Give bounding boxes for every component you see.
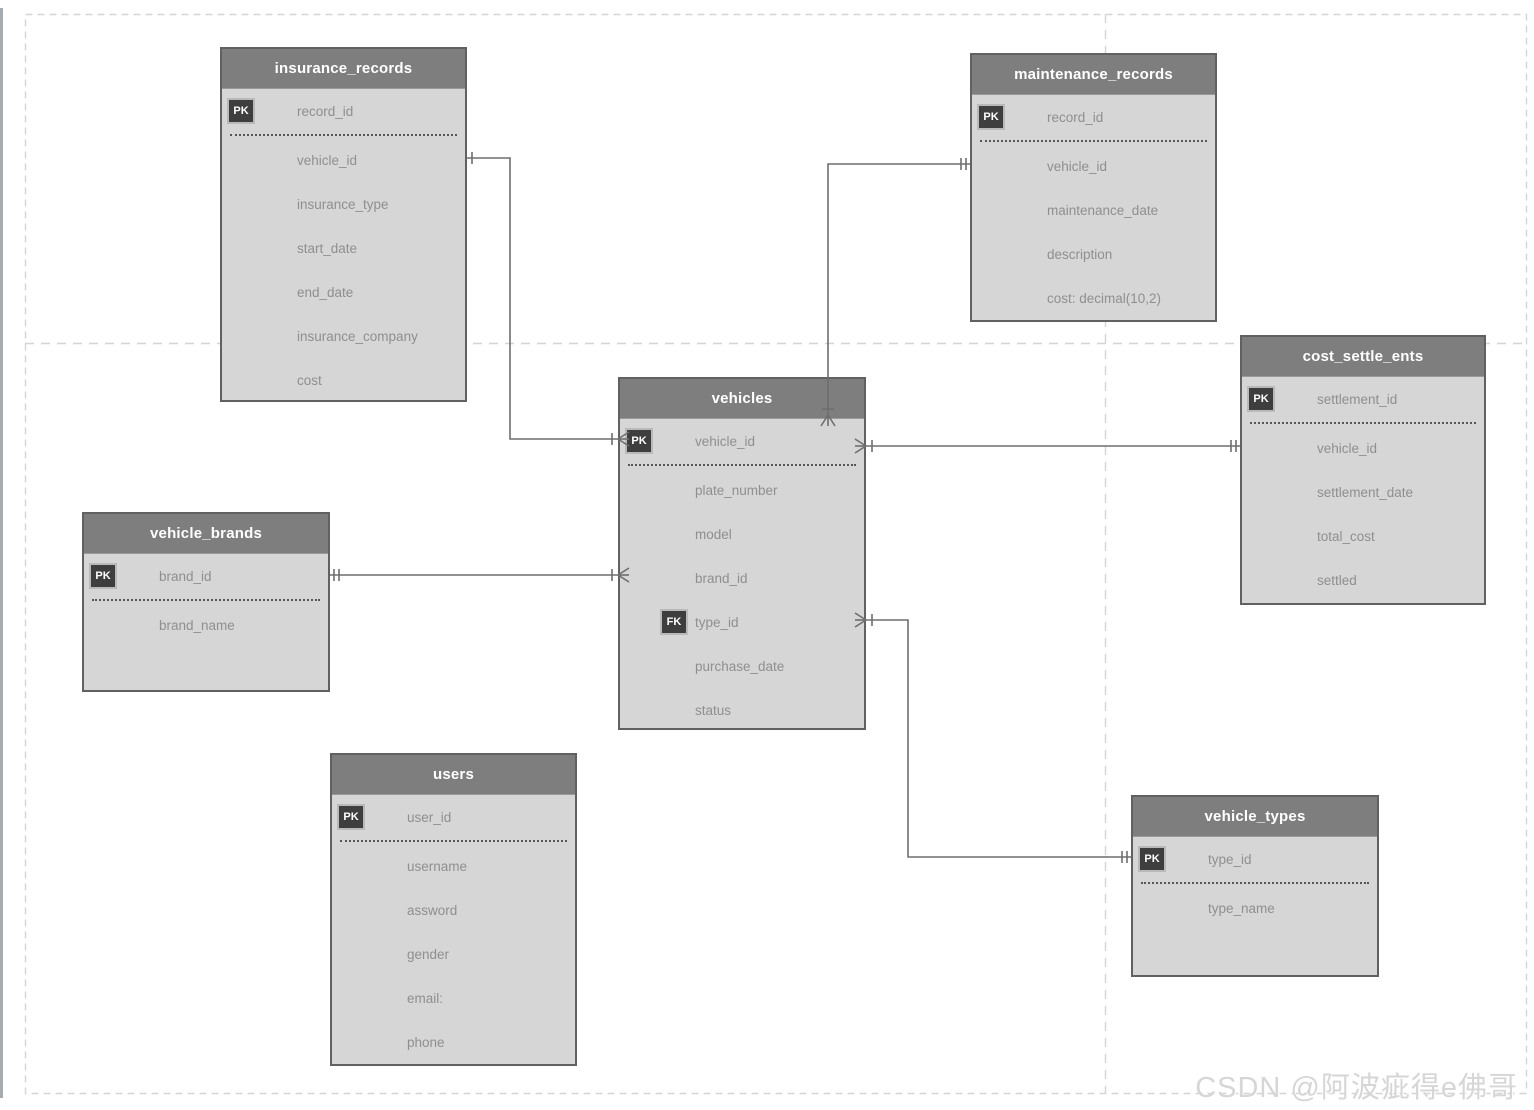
watermark-text: CSDN @阿波疵得e佛哥 <box>1195 1072 1518 1104</box>
pk-separator <box>1250 422 1476 424</box>
field-row: brand_id <box>620 556 864 600</box>
pk-badge: PK <box>337 804 365 830</box>
field-label: insurance_type <box>297 196 389 212</box>
field-label: start_date <box>297 240 358 256</box>
field-label: model <box>695 526 732 542</box>
field-row: vehicle_id <box>1242 426 1484 470</box>
pk-badge: PK <box>1247 386 1275 412</box>
field-row: end_date <box>222 270 465 314</box>
entity-title: vehicle_types <box>1133 797 1377 837</box>
field-label: insurance_company <box>297 328 418 344</box>
field-label: cost <box>297 372 322 388</box>
pk-separator <box>340 840 567 842</box>
field-label: settled <box>1317 572 1357 588</box>
field-row: vehicle_id <box>222 138 465 182</box>
field-row: brand_name <box>84 603 328 647</box>
connector-line[interactable] <box>866 619 1131 858</box>
pk-badge: PK <box>625 428 653 454</box>
field-row: purchase_date <box>620 644 864 688</box>
field-label: phone <box>407 1034 445 1050</box>
field-row: description <box>972 232 1215 276</box>
entity-title: maintenance_records <box>972 55 1215 95</box>
field-label: vehicle_id <box>297 152 358 168</box>
field-label: vehicle_id <box>1317 440 1378 456</box>
field-row: assword <box>332 888 575 932</box>
entity-title: vehicles <box>620 379 864 419</box>
field-label: total_cost <box>1317 528 1375 544</box>
field-row: model <box>620 512 864 556</box>
field-label: description <box>1047 246 1113 262</box>
field-label: status <box>695 702 732 718</box>
field-row: maintenance_date <box>972 188 1215 232</box>
field-row: phone <box>332 1020 575 1064</box>
field-label: email: <box>407 990 444 1006</box>
pk-separator <box>980 140 1207 142</box>
field-row: insurance_company <box>222 314 465 358</box>
relationship-vehicle_brands-vehicles[interactable] <box>330 567 630 583</box>
field-label: vehicle_id <box>1047 158 1108 174</box>
pk-separator <box>1141 882 1369 884</box>
pk-separator <box>92 599 320 601</box>
field-row: gender <box>332 932 575 976</box>
field-row: username <box>332 844 575 888</box>
field-label: brand_name <box>159 617 235 633</box>
field-row: email: <box>332 976 575 1020</box>
pk-badge: PK <box>227 98 255 124</box>
field-row: settlement_date <box>1242 470 1484 514</box>
connector-line[interactable] <box>467 157 618 440</box>
field-label: gender <box>407 946 450 962</box>
pk-badge: PK <box>89 563 117 589</box>
field-label: maintenance_date <box>1047 202 1159 218</box>
field-row: cost: decimal(10,2) <box>972 276 1215 320</box>
field-label: purchase_date <box>695 658 785 674</box>
pk-badge: PK <box>1138 846 1166 872</box>
field-label: settlement_date <box>1317 484 1414 500</box>
entity-title: cost_settle_ents <box>1242 337 1484 377</box>
field-label: cost: decimal(10,2) <box>1047 290 1162 306</box>
relationship-vehicles-cost_settle_ents[interactable] <box>854 438 1240 454</box>
field-label: username <box>407 858 468 874</box>
relationship-vehicles-vehicle_types[interactable] <box>854 612 1131 863</box>
field-label: brand_id <box>695 570 748 586</box>
field-row: status <box>620 688 864 732</box>
field-row: cost <box>222 358 465 402</box>
fk-badge: FK <box>660 609 688 635</box>
relationship-insurance_records-vehicles[interactable] <box>467 152 630 447</box>
field-label: end_date <box>297 284 354 300</box>
field-row: insurance_type <box>222 182 465 226</box>
field-row: settled <box>1242 558 1484 602</box>
entity-title: vehicle_brands <box>84 514 328 554</box>
field-row: plate_number <box>620 468 864 512</box>
field-label: assword <box>407 902 458 918</box>
field-label: plate_number <box>695 482 778 498</box>
pk-separator <box>628 464 856 466</box>
pk-separator <box>230 134 457 136</box>
field-row: vehicle_id <box>972 144 1215 188</box>
field-row: type_name <box>1133 886 1377 930</box>
field-row: total_cost <box>1242 514 1484 558</box>
page-edge-bar <box>0 8 3 1098</box>
pk-badge: PK <box>977 104 1005 130</box>
field-label: type_name <box>1208 900 1275 916</box>
field-row: start_date <box>222 226 465 270</box>
entity-title: insurance_records <box>222 49 465 89</box>
entity-title: users <box>332 755 575 795</box>
